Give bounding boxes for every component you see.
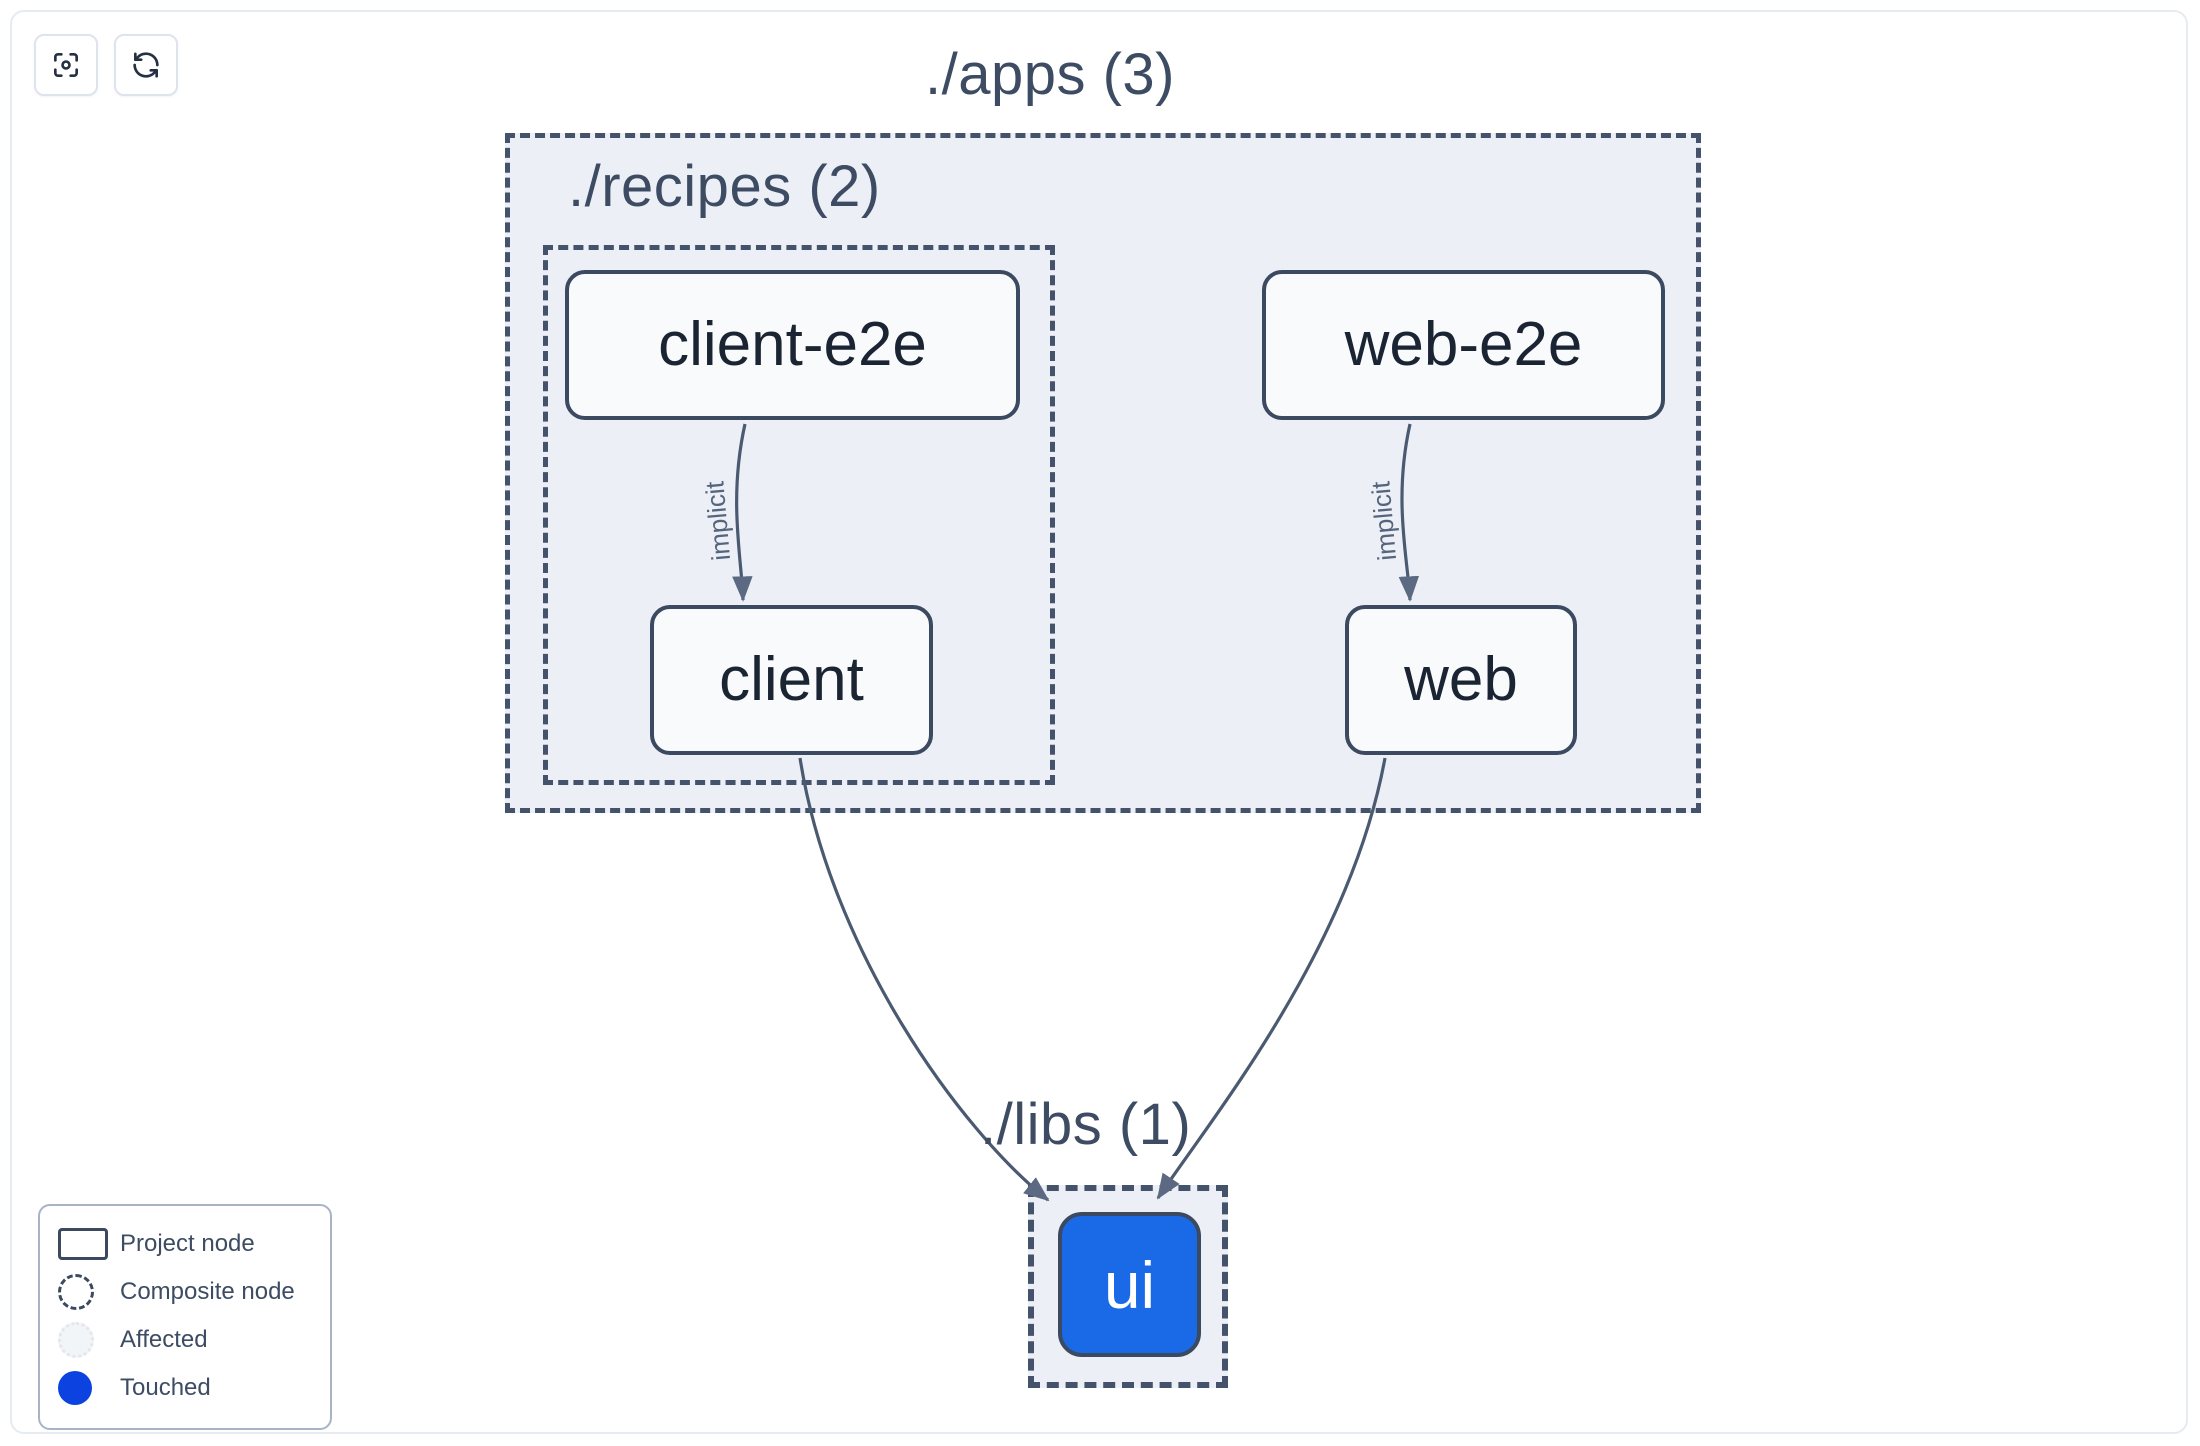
- legend-item-affected: Affected: [58, 1316, 312, 1364]
- composite-node-swatch: [58, 1274, 120, 1310]
- edge-label-implicit-client: implicit: [699, 480, 737, 562]
- legend-item-composite-node: Composite node: [58, 1268, 312, 1316]
- affected-swatch: [58, 1322, 120, 1358]
- group-label-libs: ./libs (1): [980, 1092, 1192, 1157]
- group-label-apps: ./apps (3): [925, 42, 1175, 107]
- legend-item-project-node: Project node: [58, 1220, 312, 1268]
- node-label: client: [719, 645, 864, 714]
- node-ui[interactable]: ui: [1058, 1212, 1201, 1357]
- focus-target-icon: [50, 49, 82, 81]
- group-label-recipes: ./recipes (2): [568, 154, 881, 219]
- node-client-e2e[interactable]: client-e2e: [565, 270, 1020, 420]
- legend-item-touched: Touched: [58, 1364, 312, 1412]
- node-web[interactable]: web: [1345, 605, 1577, 755]
- node-label: web-e2e: [1344, 310, 1583, 379]
- graph-toolbar: [34, 34, 178, 96]
- legend-item-label: Project node: [120, 1230, 255, 1257]
- focus-button[interactable]: [34, 34, 98, 96]
- node-label: web: [1404, 645, 1518, 714]
- node-label: client-e2e: [658, 310, 927, 379]
- legend-item-label: Composite node: [120, 1278, 295, 1305]
- refresh-button[interactable]: [114, 34, 178, 96]
- node-client[interactable]: client: [650, 605, 933, 755]
- touched-swatch: [58, 1371, 120, 1405]
- project-node-swatch: [58, 1228, 120, 1260]
- refresh-icon: [130, 49, 162, 81]
- node-label: ui: [1103, 1247, 1156, 1322]
- legend-item-label: Touched: [120, 1374, 211, 1401]
- node-web-e2e[interactable]: web-e2e: [1262, 270, 1665, 420]
- legend-item-label: Affected: [120, 1326, 208, 1353]
- edge-label-implicit-web: implicit: [1365, 480, 1403, 562]
- legend-panel: Project node Composite node Affected Tou…: [38, 1204, 332, 1430]
